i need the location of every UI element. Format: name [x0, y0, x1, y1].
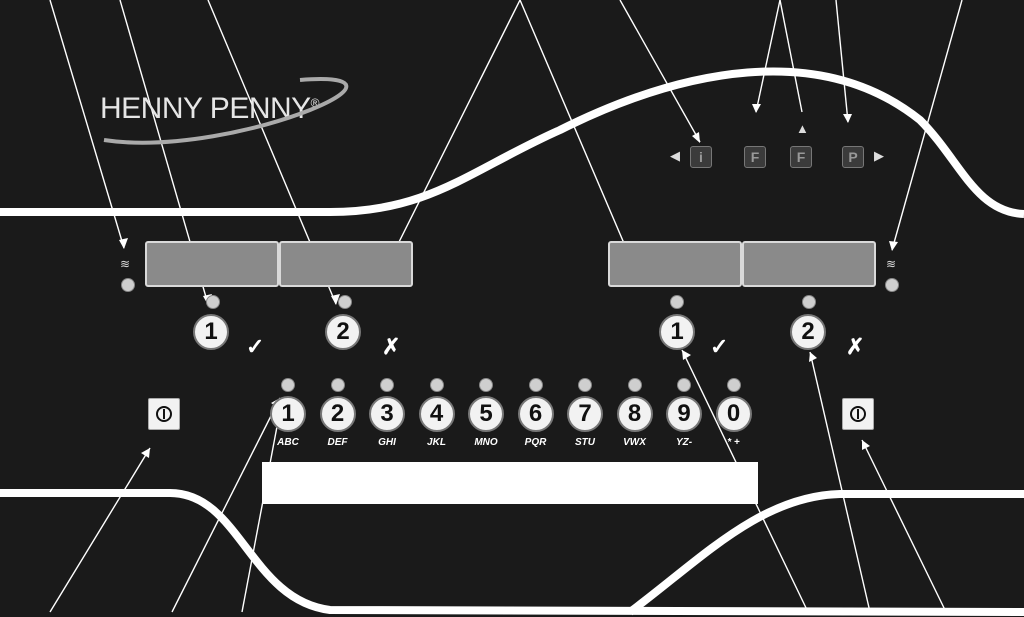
- key-number: 3: [380, 400, 394, 427]
- key-letters: STU: [575, 437, 595, 448]
- key-number: 5: [479, 400, 493, 427]
- power-icon: [850, 406, 866, 422]
- keypad-led-0: [726, 378, 741, 392]
- key-letters: VWX: [623, 437, 646, 448]
- key-letters: YZ-: [675, 437, 693, 448]
- brand-logo: HENNY PENNY®: [100, 92, 320, 126]
- key-letters: MNO: [474, 437, 498, 448]
- info-icon: i: [699, 149, 703, 165]
- key-number: 4: [429, 400, 444, 427]
- registered-mark: ®: [310, 96, 320, 110]
- bottom-label-strip: [262, 462, 758, 504]
- keypad-led-8: [627, 378, 642, 392]
- keypad-button-0[interactable]: 0: [715, 396, 752, 432]
- right-power-button[interactable]: [842, 398, 874, 430]
- key-number: 9: [677, 400, 691, 427]
- left-display-1: [145, 241, 279, 287]
- check-icon: ✓: [246, 334, 265, 359]
- cross-icon: ✗: [846, 334, 865, 359]
- key-number: 0: [726, 400, 741, 427]
- up-arrow-icon: ▲: [796, 121, 809, 136]
- keypad-led-5: [479, 378, 493, 392]
- right-product2-led: [802, 295, 816, 309]
- left-display-2: [279, 241, 413, 287]
- keypad-button-3[interactable]: 3: [369, 396, 405, 432]
- key-number: 1: [281, 400, 295, 427]
- keypad-led-9: [677, 378, 691, 392]
- left-power-button[interactable]: [148, 398, 180, 430]
- heat-led-left: [121, 278, 135, 292]
- keypad-button-9[interactable]: 9: [666, 396, 702, 432]
- filter-label: F: [750, 149, 760, 165]
- key-letters: PQR: [524, 437, 547, 448]
- keypad-led-1: [281, 378, 295, 392]
- key-number: 7: [578, 400, 592, 427]
- key-number: 8: [627, 400, 642, 427]
- key-letters: JKL: [427, 437, 446, 448]
- key-number: 2: [330, 400, 345, 427]
- right-display-2: [742, 241, 876, 287]
- heat-led-right: [885, 278, 899, 292]
- button-label: 2: [336, 318, 350, 345]
- key-letters: DEF: [327, 437, 348, 448]
- program-button[interactable]: P: [842, 146, 864, 168]
- left-product1-led: [206, 295, 220, 309]
- left-arrow-icon[interactable]: ◀: [670, 148, 680, 163]
- button-label: 1: [204, 318, 218, 345]
- keypad-led-4: [429, 378, 444, 392]
- keypad-led-2: [330, 378, 345, 392]
- keypad-led-3: [380, 378, 394, 392]
- heat-icon-right: ≋: [886, 257, 897, 271]
- button-label: 1: [670, 318, 684, 345]
- key-letters: ABC: [277, 437, 299, 448]
- filter-label: F: [796, 149, 806, 165]
- key-number: 6: [528, 400, 543, 427]
- left-product-2-button[interactable]: 2: [325, 314, 361, 350]
- keypad-button-4[interactable]: 4: [418, 396, 455, 432]
- keypad-button-1[interactable]: 1: [270, 396, 306, 432]
- keypad-button-8[interactable]: 8: [616, 396, 653, 432]
- keypad-button-2[interactable]: 2: [319, 396, 356, 432]
- keypad-led-6: [528, 378, 543, 392]
- button-label: 2: [801, 318, 815, 345]
- filter-button-2[interactable]: F: [790, 146, 812, 168]
- program-label: P: [848, 149, 858, 165]
- keypad-button-7[interactable]: 7: [567, 396, 603, 432]
- keypad-button-5[interactable]: 5: [468, 396, 504, 432]
- right-display-1: [608, 241, 742, 287]
- right-product-2-button[interactable]: 2: [790, 314, 826, 350]
- cross-icon: ✗: [382, 334, 401, 359]
- key-letters: * +: [727, 437, 740, 448]
- power-icon: [156, 406, 172, 422]
- keypad-button-6[interactable]: 6: [517, 396, 554, 432]
- heat-icon-left: ≋: [120, 257, 131, 271]
- brand-name: HENNY PENNY: [100, 92, 311, 125]
- left-product-1-button[interactable]: 1: [193, 314, 229, 350]
- filter-button-1[interactable]: F: [744, 146, 766, 168]
- info-button[interactable]: i: [690, 146, 712, 168]
- key-letters: GHI: [378, 437, 396, 448]
- check-icon: ✓: [710, 334, 729, 359]
- right-arrow-icon[interactable]: ▶: [874, 148, 884, 163]
- right-product-1-button[interactable]: 1: [659, 314, 695, 350]
- right-product1-led: [670, 295, 684, 309]
- keypad-led-7: [578, 378, 592, 392]
- left-product2-led: [338, 295, 352, 309]
